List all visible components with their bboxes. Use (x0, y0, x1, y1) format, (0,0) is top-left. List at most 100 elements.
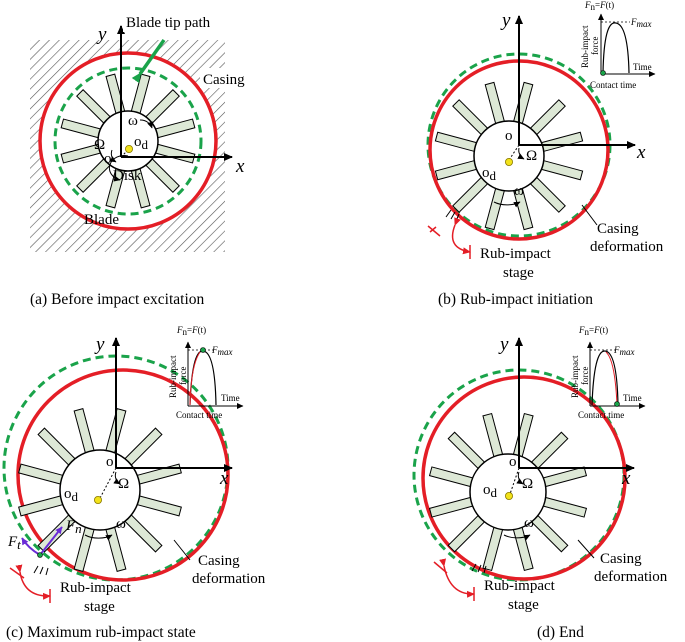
casing-def-label-2: deformation (192, 571, 266, 587)
disk-center-dot (94, 495, 103, 504)
blade (447, 431, 487, 471)
blade (540, 466, 588, 488)
blade (18, 494, 66, 517)
blade (528, 99, 566, 137)
inset-fmax: Fmax (630, 17, 652, 29)
inset-ylabel-2: force (178, 367, 188, 385)
inset-ylabel-2: force (590, 37, 600, 55)
blade (130, 73, 151, 116)
blade-tip-path (53, 66, 203, 216)
caption-d: (d) End (537, 624, 584, 641)
origin-label: o (104, 151, 112, 167)
stage-label-1: Rub-impact (60, 580, 132, 596)
blades (428, 412, 588, 572)
force-inset: Fn=F(t) Fmax Rub-impact force Time Conta… (580, 0, 656, 90)
blade (529, 513, 569, 553)
spin-label: Ω (526, 148, 537, 164)
whirl-label: ω (524, 515, 534, 531)
force-inset: Fn=F(t) Fmax Rub-impact force Time Conta… (570, 325, 646, 420)
whirl-label: ω (128, 113, 138, 129)
inset-ylabel-1: Rub-impact (580, 25, 590, 68)
blade (428, 496, 476, 518)
normal-force-label: Fn (65, 518, 82, 536)
disk-center-label: od (134, 134, 149, 152)
inset-fmax: Fmax (613, 345, 635, 357)
inset-xlabel: Time (221, 393, 240, 403)
disk-center-dot (504, 157, 513, 166)
blade (428, 466, 476, 488)
blade (105, 73, 126, 116)
panel-d: y x o od Ω ω Rub-impact stage Casing def… (412, 325, 668, 641)
disk-label: Disk (113, 168, 142, 184)
blade-label: Blade (84, 212, 119, 228)
blade (540, 496, 588, 518)
normal-force-arrow (39, 526, 63, 556)
inset-fmax: Fmax (211, 345, 233, 357)
blade (153, 143, 196, 164)
origin-label: o (509, 454, 517, 470)
origin-label: o (106, 454, 114, 470)
panel-a: y x o od Ω ω Disk Blade Blade tip path C… (30, 12, 256, 308)
stage-label-1: Rub-impact (480, 246, 552, 262)
spin-label: Ω (522, 476, 533, 492)
disk-center-label: od (482, 165, 497, 183)
blade (143, 156, 180, 193)
x-axis-label: x (621, 468, 631, 489)
y-axis-label: y (500, 10, 511, 31)
force-inset: Fn=F(t) Fmax Rub-impact force Time Conta… (168, 325, 244, 420)
inset-formula: Fn=F(t) (584, 0, 614, 12)
blade (528, 175, 566, 213)
disk (469, 453, 547, 531)
stage-arrow (439, 558, 475, 598)
inset-xlabel: Time (633, 62, 652, 72)
y-axis-label: y (94, 334, 105, 355)
blade (18, 463, 66, 486)
y-axis-label: y (96, 24, 107, 45)
blade (153, 118, 196, 139)
blade (482, 524, 504, 572)
casing-circle (38, 51, 218, 231)
inset-contact: Contact time (578, 410, 624, 420)
disk-center-dot (504, 491, 513, 500)
blade (143, 89, 180, 126)
blade (452, 99, 490, 137)
stage-label-2: stage (508, 597, 539, 613)
casing-label: Casing (203, 72, 245, 88)
spin-label: Ω (94, 137, 105, 153)
casing-circle (421, 375, 627, 581)
caption-a: (a) Before impact excitation (30, 291, 205, 308)
blade (512, 412, 534, 460)
blade (37, 427, 78, 468)
panel-b: y x o od Ω ω Rub-impact stage Casing def… (426, 0, 664, 308)
blade (539, 159, 584, 181)
casing-def-label-1: Casing (597, 221, 639, 237)
casing-def-label-2: deformation (590, 239, 664, 255)
stage-label-2: stage (503, 265, 534, 281)
disk-center-label: od (483, 482, 498, 500)
inset-ylabel-1: Rub-impact (570, 355, 580, 398)
blade (60, 118, 103, 139)
blade (134, 494, 182, 517)
blade (104, 524, 127, 572)
blade (452, 175, 490, 213)
blade (512, 524, 534, 572)
blade (76, 89, 113, 126)
inset-contact: Contact time (176, 410, 222, 420)
inset-ylabel-1: Rub-impact (168, 355, 178, 398)
disk (473, 120, 545, 192)
blade (484, 81, 506, 126)
blade (434, 131, 479, 153)
blade (447, 513, 487, 553)
blade (484, 186, 506, 231)
blade (122, 512, 163, 553)
blade-tip-path-label: Blade tip path (126, 15, 211, 31)
whirl-label: ω (116, 516, 126, 532)
spin-label: Ω (118, 476, 129, 492)
disk-center-label: od (64, 486, 79, 504)
blade (482, 412, 504, 460)
blade (73, 408, 96, 456)
blade (512, 81, 534, 126)
casing-circle (16, 368, 230, 582)
casing-def-label-2: deformation (594, 569, 668, 585)
